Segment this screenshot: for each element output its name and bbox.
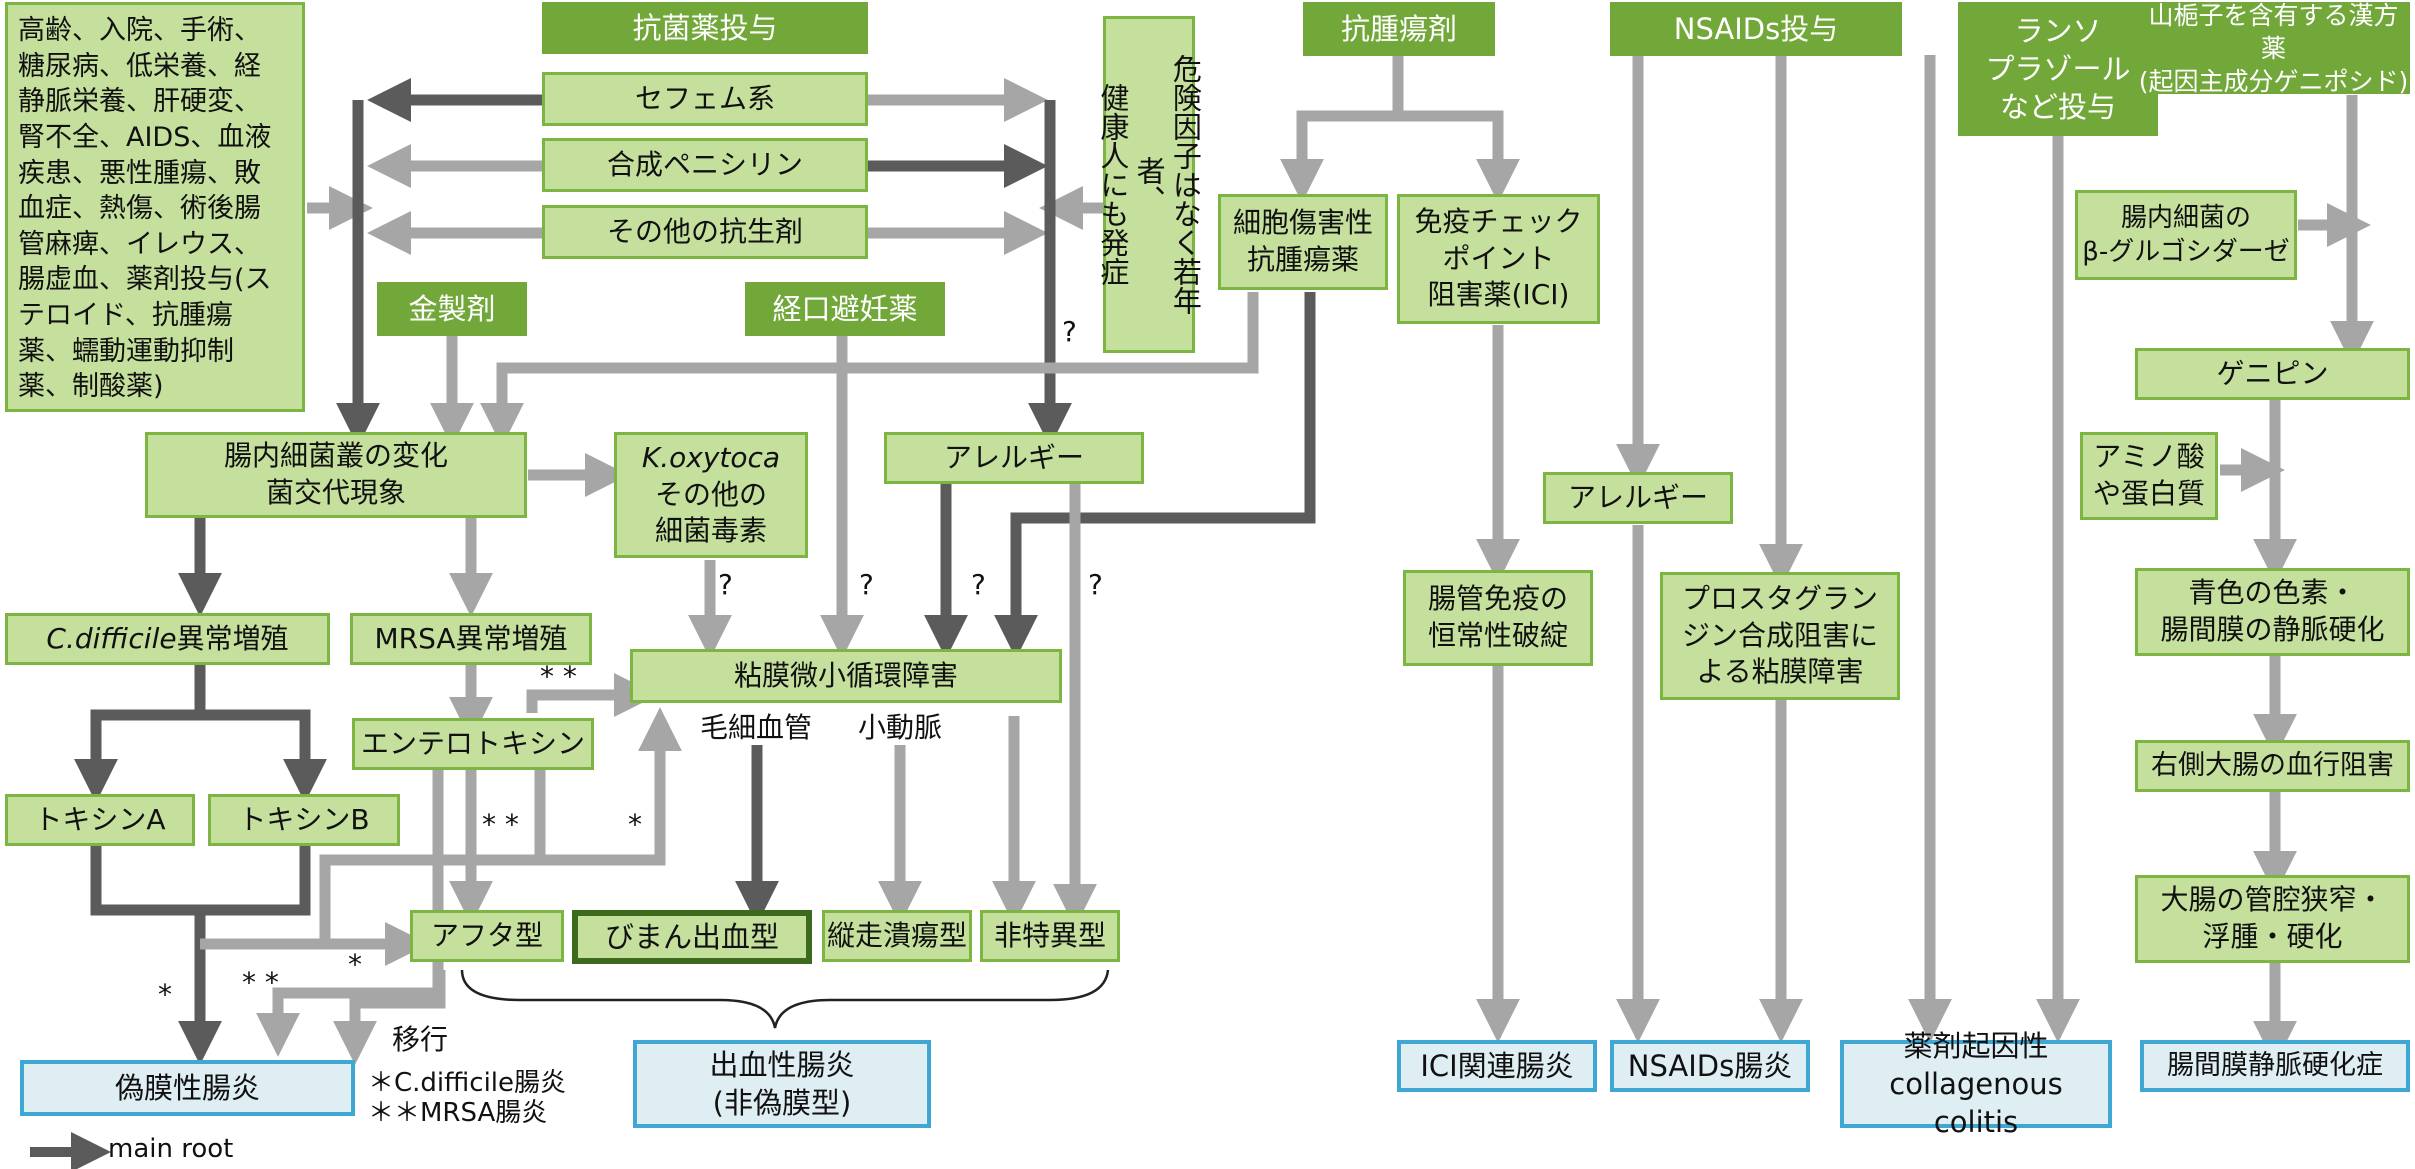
mrsa-growth-box: MRSA異常増殖: [350, 613, 592, 665]
gold-box: 金製剤: [377, 282, 527, 336]
lansoprazole-box: ランソ プラゾール など投与: [1958, 2, 2158, 136]
question-mark: ?: [859, 568, 874, 601]
hemorrhagic-colitis-box: 出血性腸炎 (非偽膜型): [633, 1040, 931, 1128]
cdiff-name: C.difficile: [46, 621, 177, 655]
allergy-box-1: アレルギー: [884, 432, 1144, 484]
cdiff-marker: *: [628, 808, 642, 841]
koxytoca-box: K.oxytoca その他の 細菌毒素: [614, 432, 808, 558]
stenosis-box: 大腸の管腔狭窄・ 浮腫・硬化: [2135, 875, 2410, 963]
phlebosclerosis-box: 腸間膜静脈硬化症: [2140, 1040, 2410, 1092]
penicillin-box: 合成ペニシリン: [542, 138, 868, 192]
diffuse-hemorrhage-box: びまん出血型: [572, 910, 812, 964]
antitumor-box: 抗腫瘍剤: [1303, 2, 1495, 56]
question-mark: ?: [1062, 315, 1077, 348]
risk-factors-box: 高齢、入院、手術、 糖尿病、低栄養、経 静脈栄養、肝硬変、 腎不全、AIDS、血…: [5, 2, 305, 412]
amino-acid-box: アミノ酸 や蛋白質: [2080, 432, 2218, 520]
cdiff-marker: *: [348, 948, 362, 981]
mrsa-marker: * *: [242, 966, 279, 999]
question-mark: ?: [718, 568, 733, 601]
kampo-box: 山梔子を含有する漢方薬 (起因主成分ゲニポシド): [2137, 0, 2410, 96]
other-antibiotics-box: その他の抗生剤: [542, 205, 868, 259]
koxytoca-rest: その他の 細菌毒素: [654, 477, 767, 548]
question-mark: ?: [971, 568, 986, 601]
antibiotics-box: 抗菌薬投与: [542, 2, 868, 54]
collagenous-colitis-box: 薬剤起因性 collagenous colitis: [1840, 1029, 2112, 1139]
nsaids-admin-box: NSAIDs投与: [1610, 2, 1902, 56]
young-healthy-box: 危険因子はなく若年者、 健康人にも発症: [1096, 16, 1202, 353]
capillary-label: 毛細血管: [700, 711, 813, 744]
transition-label: 移行: [392, 1023, 449, 1056]
mrsa-marker: * *: [482, 808, 519, 841]
prostaglandin-box: プロスタグラン ジン合成阻害に よる粘膜障害: [1660, 572, 1900, 700]
longitudinal-ulcer-box: 縦走潰瘍型: [822, 910, 972, 962]
right-colon-box: 右側大腸の血行阻害: [2135, 740, 2410, 792]
flora-change-box: 腸内細菌叢の変化 菌交代現象: [145, 432, 527, 518]
aphtha-type-box: アフタ型: [410, 910, 564, 962]
ici-drug-box: 免疫チェック ポイント 阻害薬(ICI): [1397, 194, 1600, 324]
koxytoca-name: K.oxytoca: [641, 440, 781, 474]
pseudomembranous-colitis-box: 偽膜性腸炎: [20, 1060, 355, 1116]
legend-main-root: main root: [108, 1134, 234, 1164]
cephem-box: セフェム系: [542, 72, 868, 126]
genipin-box: ゲニピン: [2135, 348, 2410, 400]
legend-mrsa-colitis: ＊＊MRSA腸炎: [368, 1098, 548, 1128]
cytotoxic-antitumor-box: 細胞傷害性 抗腫瘍薬: [1218, 194, 1388, 290]
blue-pigment-box: 青色の色素・ 腸間膜の静脈硬化: [2135, 568, 2410, 656]
question-mark: ?: [1088, 568, 1103, 601]
mrsa-marker: * *: [540, 660, 577, 693]
nsaids-colitis-box: NSAIDs腸炎: [1610, 1040, 1810, 1092]
ici-colitis-box: ICI関連腸炎: [1397, 1040, 1597, 1092]
nonspecific-type-box: 非特異型: [980, 910, 1120, 962]
cdiff-marker: *: [158, 978, 172, 1011]
glucosidase-box: 腸内細菌の β-グルゴシダーゼ: [2075, 190, 2297, 280]
microcirculation-box: 粘膜微小循環障害: [630, 649, 1062, 703]
immune-breakdown-box: 腸管免疫の 恒常性破綻: [1403, 570, 1593, 666]
allergy-box-2: アレルギー: [1543, 472, 1733, 524]
cdiff-rest: 異常増殖: [176, 621, 289, 655]
oral-contraceptive-box: 経口避妊薬: [745, 282, 945, 336]
arteriole-label: 小動脈: [858, 711, 943, 744]
legend-cdiff-colitis: ＊C.difficile腸炎: [368, 1068, 567, 1098]
toxin-b-box: トキシンB: [208, 794, 400, 846]
toxin-a-box: トキシンA: [5, 794, 195, 846]
enterotoxin-box: エンテロトキシン: [352, 718, 594, 770]
